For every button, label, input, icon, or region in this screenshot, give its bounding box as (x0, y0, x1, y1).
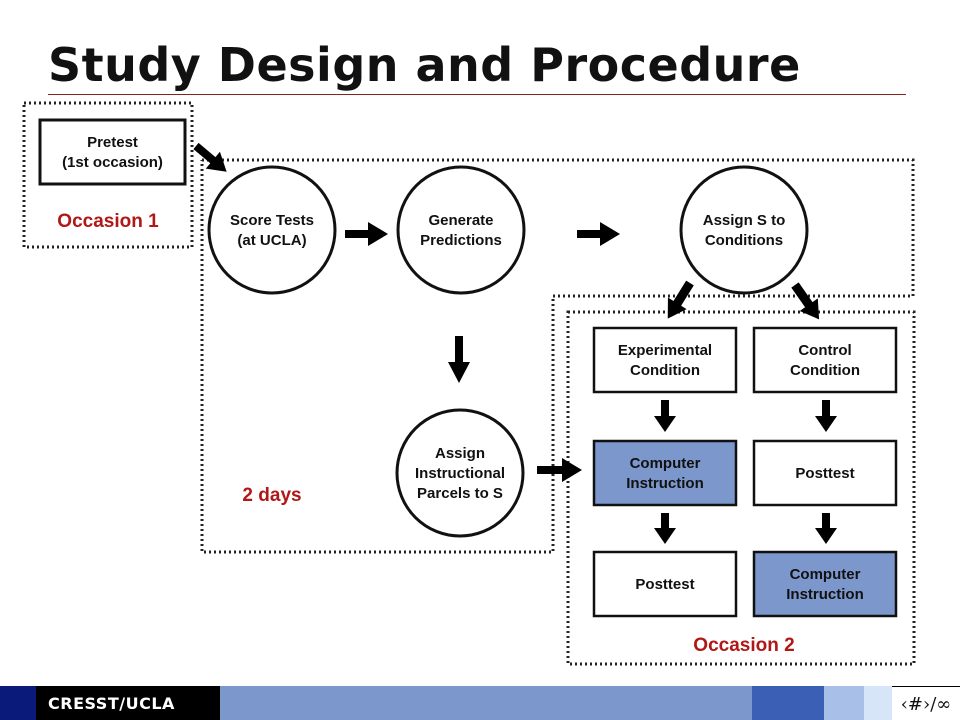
node-text-line: Condition (790, 362, 860, 379)
pretest-box (38, 118, 187, 186)
node-text-line: Predictions (420, 232, 502, 249)
control-instruction-box (752, 550, 898, 618)
occasion2-region (566, 310, 916, 666)
experimental-posttest-box (592, 550, 738, 618)
node-text-line: Instructional (415, 465, 505, 482)
node-text-line: Computer (790, 566, 861, 583)
footer-segment (864, 686, 892, 720)
node-text-line: Pretest (87, 134, 138, 151)
arrow-assign-to-experimental (667, 280, 694, 319)
footer-label: CRESST/UCLA (48, 694, 175, 713)
page-title: Study Design and Procedure (48, 38, 801, 92)
node-text-line: Assign (435, 445, 485, 462)
pretest-label: Pretest (1st occasion) (62, 134, 163, 171)
experimental-condition-box (592, 326, 738, 394)
footer-segment (0, 686, 36, 720)
control-posttest-label: Posttest (795, 465, 854, 482)
arrow-parcels-to-instruction (537, 458, 582, 482)
node-text-line: Condition (630, 362, 700, 379)
control-posttest-box (752, 439, 898, 507)
study-design-diagram: Pretest (1st occasion) Score Tests (at UCL… (22, 101, 916, 666)
footer-segment (220, 686, 752, 720)
footer-segment (36, 686, 220, 720)
generate-predictions-node (396, 165, 526, 295)
arrow-experimental-down (654, 400, 676, 432)
node-text-line: Experimental (618, 342, 712, 359)
arrow-pretest-to-score (193, 142, 227, 172)
score-tests-node (207, 165, 337, 295)
footer-segment (824, 686, 864, 720)
control-condition-box (752, 326, 898, 394)
two-days-region (200, 158, 915, 554)
node-text-line: Computer (630, 455, 701, 472)
arrow-instruction-down (654, 513, 676, 544)
arrow-score-to-generate (345, 222, 388, 246)
two-days-label: 2 days (242, 485, 301, 506)
node-text-line: Control (798, 342, 851, 359)
arrow-generate-to-parcels (448, 336, 470, 383)
node-text-line: (1st occasion) (62, 154, 163, 171)
node-text-line: Posttest (795, 465, 854, 482)
node-text-line: (at UCLA) (237, 232, 306, 249)
node-text-line: Posttest (635, 576, 694, 593)
score-tests-label: Score Tests (at UCLA) (230, 212, 314, 249)
node-text-line: Assign S to (703, 212, 786, 229)
assign-s-label: Assign S to Conditions (703, 212, 786, 249)
assign-s-node (679, 165, 809, 295)
title-divider (48, 94, 906, 95)
arrow-assign-to-control (791, 282, 820, 320)
node-text-line: Parcels to S (417, 485, 503, 502)
node-text-line: Generate (428, 212, 493, 229)
flow-arrows (193, 142, 837, 544)
experimental-instruction-box (592, 439, 738, 507)
footer-segment (892, 686, 960, 720)
node-text-line: Instruction (626, 475, 704, 492)
footer-segment (752, 686, 824, 720)
occasion1-region (22, 101, 194, 249)
footer-bar: CRESST/UCLA ‹#›/∞ (0, 686, 960, 720)
occasion1-label: Occasion 1 (57, 211, 159, 232)
arrow-generate-to-assign (577, 222, 620, 246)
page-number: ‹#›/∞ (900, 694, 952, 715)
node-text-line: Instruction (786, 586, 864, 603)
occasion2-label: Occasion 2 (693, 635, 794, 656)
assign-parcels-node (395, 408, 525, 538)
node-text-line: Score Tests (230, 212, 314, 229)
node-text-line: Conditions (705, 232, 783, 249)
arrow-control-down (815, 400, 837, 432)
arrow-posttest-down (815, 513, 837, 544)
experimental-posttest-label: Posttest (635, 576, 694, 593)
